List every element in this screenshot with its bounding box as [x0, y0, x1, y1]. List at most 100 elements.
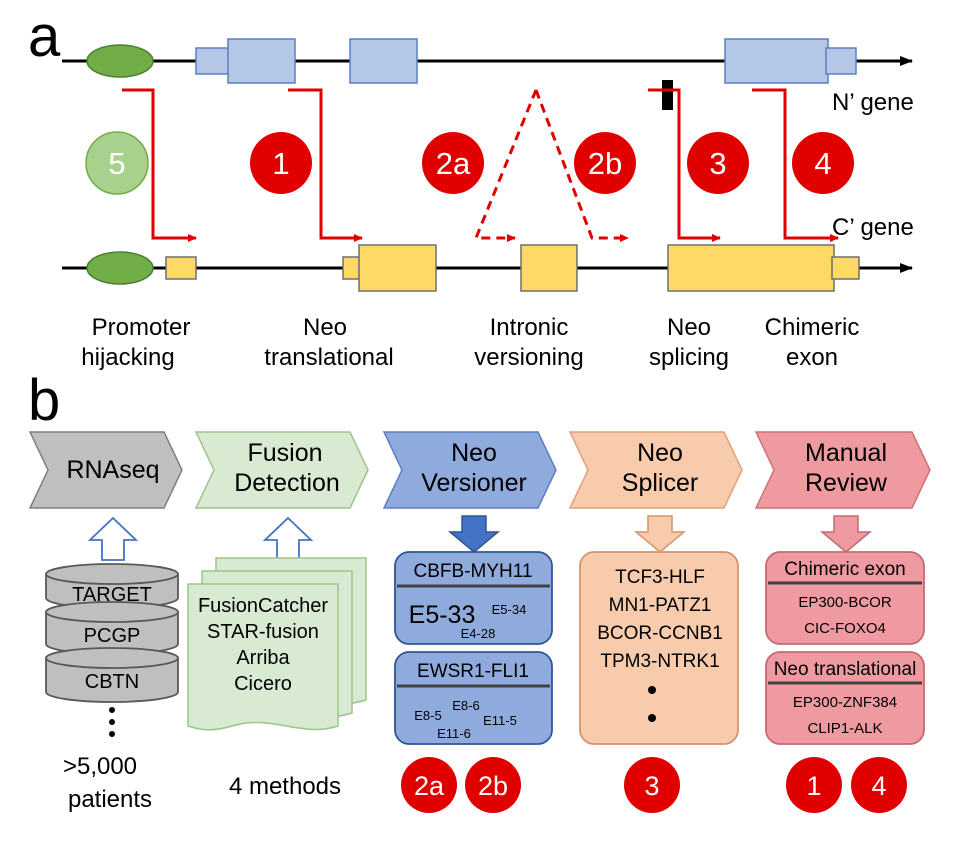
svg-text:EP300-ZNF384: EP300-ZNF384: [793, 694, 897, 711]
mechanism-circle-2a: 2a: [422, 132, 484, 194]
mechanism-label-3a: Intronic: [490, 314, 569, 341]
database-cbtn: CBTN: [45, 647, 179, 703]
mechanism-label-4b: splicing: [649, 344, 729, 371]
pipeline-step-fusion-detection: Fusion Detection: [194, 431, 369, 509]
svg-text:CBTN: CBTN: [85, 671, 139, 693]
arrow-2b-right: [534, 89, 629, 242]
svg-text:2b: 2b: [588, 146, 622, 181]
svg-text:Neo: Neo: [637, 439, 683, 467]
tool-item: STAR-fusion: [207, 621, 319, 643]
up-arrow-rnaseq: [87, 516, 139, 561]
methods-label: 4 methods: [229, 773, 341, 800]
c-gene-promoter: [86, 251, 154, 285]
n-gene-utr-left: [195, 47, 231, 75]
n-gene-exon-1: [227, 38, 296, 84]
svg-text:1: 1: [272, 146, 289, 181]
pipeline-step-neo-splicer: Neo Splicer: [568, 431, 743, 509]
svg-text:5: 5: [108, 146, 125, 181]
svg-text:Splicer: Splicer: [622, 469, 698, 497]
c-gene-label: C’ gene: [832, 214, 914, 241]
c-gene-exon-1: [358, 244, 437, 292]
splicer-fusion: BCOR-CCNB1: [597, 623, 723, 644]
svg-text:1: 1: [806, 771, 821, 801]
svg-text:E4-28: E4-28: [461, 626, 496, 641]
patients-count: >5,000: [63, 753, 137, 780]
pipeline-step-manual-review: Manual Review: [754, 431, 931, 509]
svg-text:3: 3: [644, 771, 659, 801]
svg-text:EWSR1-FLI1: EWSR1-FLI1: [417, 661, 529, 682]
mechanism-circle-4: 4: [792, 132, 854, 194]
arrow-4: [752, 88, 839, 242]
mechanism-label-1b: hijacking: [81, 344, 174, 371]
c-gene-utr-2: [831, 256, 860, 280]
c-gene-exon-3: [667, 244, 835, 292]
svg-text:4: 4: [871, 771, 886, 801]
patients-label: patients: [68, 786, 152, 813]
svg-text:Versioner: Versioner: [421, 469, 527, 497]
svg-text:4: 4: [814, 146, 831, 181]
tool-list: FusionCatcher STAR-fusion Arriba Cicero: [198, 595, 328, 695]
splicer-fusion: MN1-PATZ1: [609, 595, 712, 616]
ellipsis-dot: [109, 731, 115, 737]
document-page-front: [187, 583, 339, 731]
tool-item: Arriba: [236, 647, 290, 669]
n-gene-exon-2: [349, 38, 418, 84]
tool-item: Cicero: [234, 673, 292, 695]
svg-text:Review: Review: [805, 469, 888, 497]
panel-b-label: b: [28, 368, 60, 433]
review-box-neo-translational: Neo translational EP300-ZNF384 CLIP1-ALK: [765, 651, 925, 745]
down-arrow-versioner: [447, 515, 501, 553]
down-arrow-splicer: [633, 515, 687, 553]
breakpoint-bar: [662, 80, 673, 110]
ellipsis-dot: [648, 714, 656, 722]
svg-text:CBFB-MYH11: CBFB-MYH11: [414, 561, 533, 582]
mechanism-label-5a: Chimeric: [765, 314, 860, 341]
n-gene-utr-right: [825, 47, 857, 75]
splicer-box: TCF3-HLF MN1-PATZ1 BCOR-CCNB1 TPM3-NTRK1: [579, 551, 739, 745]
svg-text:CIC-FOXO4: CIC-FOXO4: [804, 620, 886, 637]
svg-text:2b: 2b: [478, 771, 508, 801]
svg-text:E5-34: E5-34: [492, 602, 527, 617]
bottom-circle-3: 3: [624, 757, 680, 813]
c-gene-exon-small: [165, 256, 197, 280]
bottom-circle-2a: 2a: [401, 757, 457, 813]
svg-text:3: 3: [709, 146, 726, 181]
mechanism-labels: Promoter hijacking Neo translational Int…: [81, 314, 859, 371]
svg-text:Neo: Neo: [451, 439, 497, 467]
mechanism-circle-1: 1: [250, 132, 312, 194]
arrow-5: [122, 88, 197, 242]
svg-text:E11-5: E11-5: [483, 713, 517, 728]
svg-text:E8-5: E8-5: [414, 708, 441, 723]
ellipsis-dot: [648, 686, 656, 694]
svg-text:E8-6: E8-6: [452, 698, 479, 713]
review-box-chimeric-exon: Chimeric exon EP300-BCOR CIC-FOXO4: [765, 551, 925, 645]
svg-text:TARGET: TARGET: [72, 584, 152, 606]
svg-text:CLIP1-ALK: CLIP1-ALK: [807, 720, 882, 737]
pipeline-step-neo-versioner: Neo Versioner: [382, 431, 557, 509]
svg-text:PCGP: PCGP: [84, 625, 141, 647]
splicer-fusion: TPM3-NTRK1: [600, 651, 719, 672]
svg-text:Fusion: Fusion: [247, 439, 322, 467]
mechanism-label-5b: exon: [786, 344, 838, 371]
bottom-circle-2b: 2b: [465, 757, 521, 813]
mechanism-circle-5: 5: [85, 131, 149, 195]
svg-text:E5-33: E5-33: [409, 601, 476, 629]
database-pcgp: PCGP: [45, 601, 179, 655]
bottom-circle-4: 4: [851, 757, 907, 813]
tool-document-stack: [187, 557, 367, 731]
svg-text:RNAseq: RNAseq: [66, 456, 159, 484]
mechanism-label-1a: Promoter: [92, 314, 191, 341]
svg-text:E11-6: E11-6: [437, 726, 471, 741]
c-gene-exon-2: [520, 244, 578, 292]
mechanism-label-4a: Neo: [667, 314, 711, 341]
mechanism-circle-3: 3: [687, 132, 749, 194]
arrow-3: [648, 88, 721, 242]
svg-text:2a: 2a: [414, 771, 445, 801]
mechanism-label-2a: Neo: [303, 314, 347, 341]
mechanism-circle-2b: 2b: [574, 132, 636, 194]
down-arrow-review: [819, 515, 873, 553]
ellipsis-dot: [109, 719, 115, 725]
svg-text:2a: 2a: [436, 146, 471, 181]
n-gene-exon-3: [724, 38, 829, 84]
